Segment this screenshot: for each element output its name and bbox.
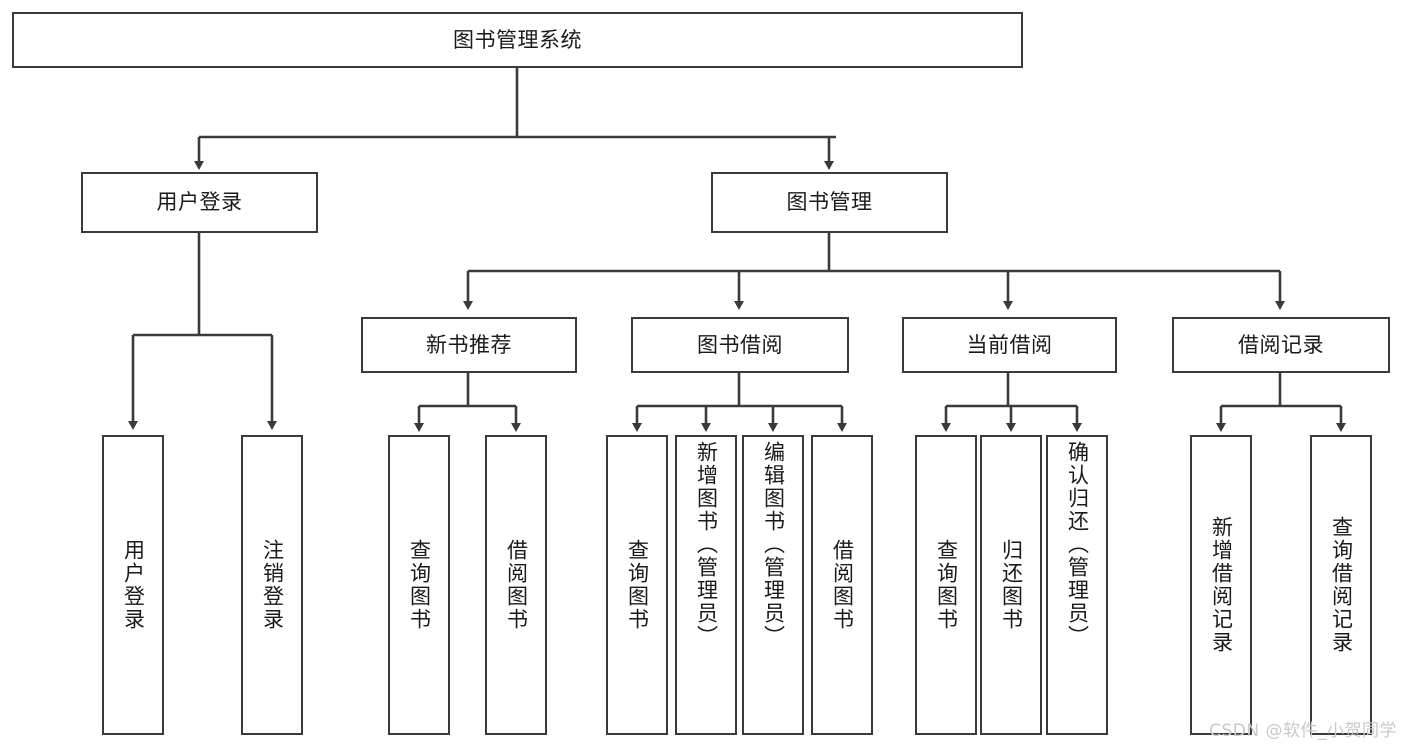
node-book-management-label: 图书管理 (786, 190, 873, 215)
node-leaf-add-book[interactable]: 新增图书（管理员） (675, 435, 737, 735)
node-borrow-record[interactable]: 借阅记录 (1172, 317, 1390, 373)
node-book-management[interactable]: 图书管理 (711, 172, 948, 233)
node-current-borrow-label: 当前借阅 (966, 332, 1053, 357)
node-leaf-borrow-book-1-label: 借阅图书 (504, 539, 529, 631)
node-leaf-query-book-1[interactable]: 查询图书 (388, 435, 450, 735)
node-root-label: 图书管理系统 (453, 27, 582, 52)
node-leaf-confirm-return-label: 确认归还（管理员） (1065, 441, 1090, 648)
node-leaf-add-record-label: 新增借阅记录 (1209, 516, 1234, 654)
node-leaf-user-login[interactable]: 用户登录 (102, 435, 164, 735)
node-leaf-user-login-label: 用户登录 (121, 539, 146, 631)
node-leaf-query-book-2[interactable]: 查询图书 (606, 435, 668, 735)
node-leaf-query-book-1-label: 查询图书 (407, 539, 432, 631)
node-user-login[interactable]: 用户登录 (81, 172, 318, 233)
node-book-borrow-label: 图书借阅 (697, 332, 783, 357)
node-leaf-query-book-3[interactable]: 查询图书 (915, 435, 977, 735)
node-leaf-query-book-3-label: 查询图书 (934, 539, 959, 631)
node-leaf-return-book[interactable]: 归还图书 (980, 435, 1042, 735)
node-leaf-query-record[interactable]: 查询借阅记录 (1310, 435, 1372, 735)
node-leaf-borrow-book-1[interactable]: 借阅图书 (485, 435, 547, 735)
node-leaf-borrow-book-2-label: 借阅图书 (830, 539, 855, 631)
node-book-borrow[interactable]: 图书借阅 (631, 317, 849, 373)
node-leaf-confirm-return[interactable]: 确认归还（管理员） (1046, 435, 1108, 735)
node-leaf-add-book-label: 新增图书（管理员） (694, 441, 719, 648)
node-leaf-borrow-book-2[interactable]: 借阅图书 (811, 435, 873, 735)
node-leaf-edit-book-label: 编辑图书（管理员） (761, 441, 786, 648)
node-borrow-record-label: 借阅记录 (1238, 332, 1324, 357)
node-leaf-logout-label: 注销登录 (260, 539, 285, 631)
node-new-book-recommend-label: 新书推荐 (426, 332, 512, 357)
node-leaf-edit-book[interactable]: 编辑图书（管理员） (742, 435, 804, 735)
node-leaf-add-record[interactable]: 新增借阅记录 (1190, 435, 1252, 735)
node-current-borrow[interactable]: 当前借阅 (902, 317, 1117, 373)
node-leaf-logout[interactable]: 注销登录 (241, 435, 303, 735)
node-user-login-label: 用户登录 (156, 190, 243, 215)
watermark: CSDN @软件_小贺同学 (1209, 721, 1397, 741)
node-leaf-return-book-label: 归还图书 (999, 539, 1024, 631)
node-new-book-recommend[interactable]: 新书推荐 (361, 317, 577, 373)
node-leaf-query-book-2-label: 查询图书 (625, 539, 650, 631)
node-root[interactable]: 图书管理系统 (12, 12, 1023, 68)
node-leaf-query-record-label: 查询借阅记录 (1329, 516, 1354, 654)
